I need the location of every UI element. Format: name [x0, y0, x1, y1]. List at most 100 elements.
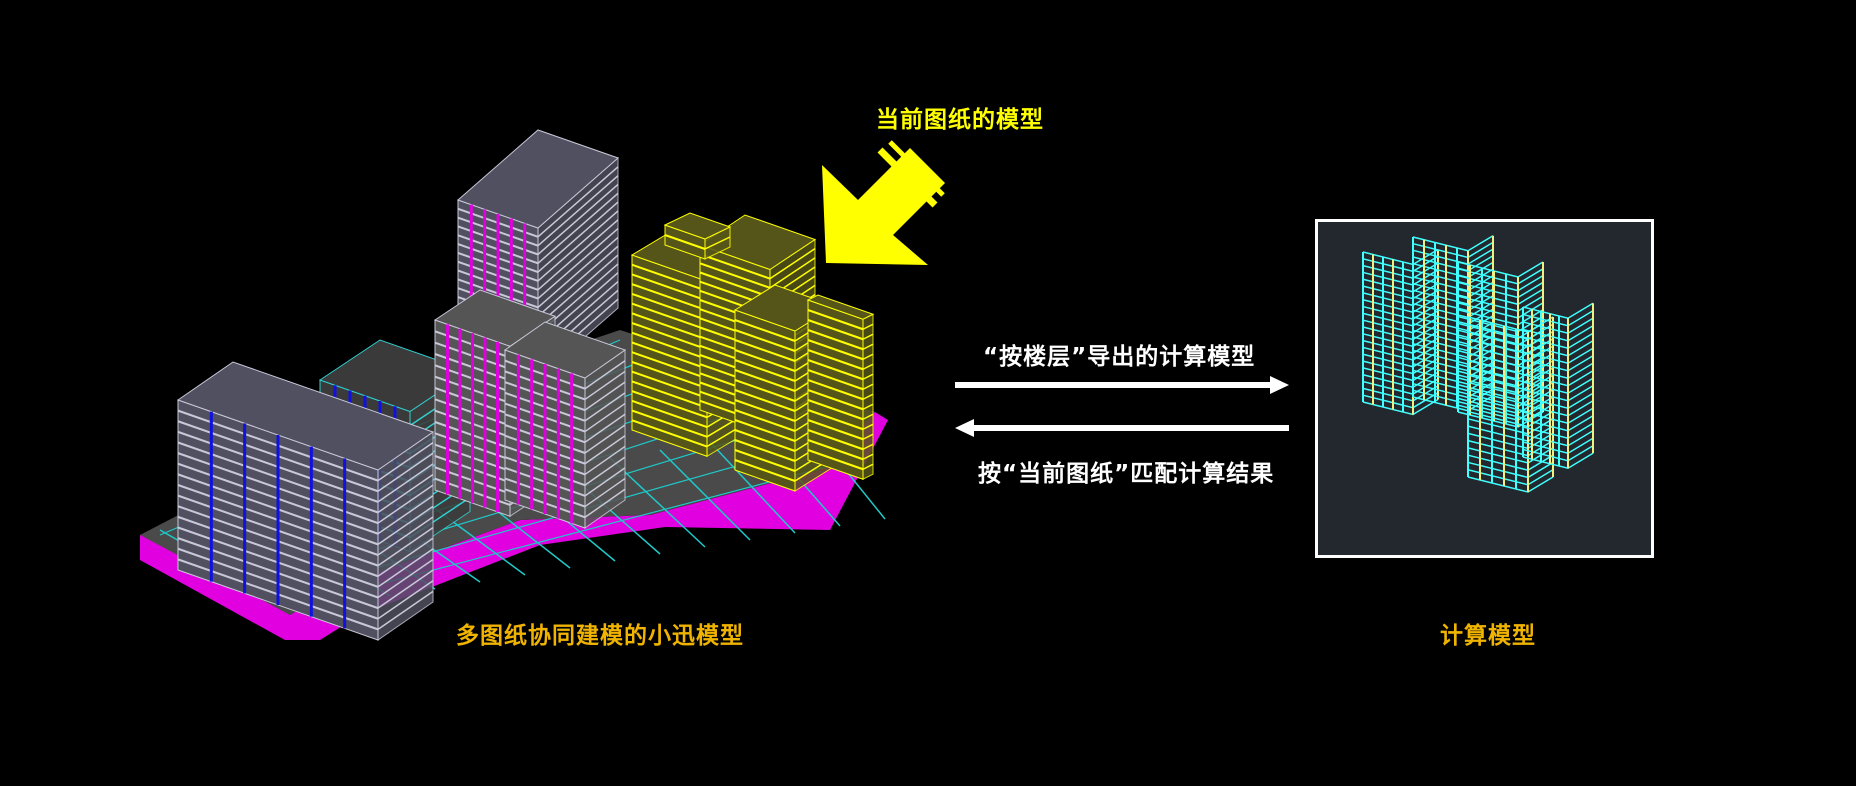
calc-model-caption: 计算模型	[1440, 623, 1536, 649]
floor-line	[769, 248, 816, 280]
floor-line	[807, 429, 864, 451]
floor-line	[862, 323, 874, 330]
match-by-drawing-label: 按“当前图纸”匹配计算结果	[978, 461, 1275, 487]
floor-line	[537, 236, 619, 308]
floor-line	[631, 312, 708, 341]
floor-line	[734, 349, 796, 372]
building-middle-b	[503, 321, 627, 529]
floor-line	[584, 488, 626, 518]
floor-line	[734, 399, 796, 422]
floor-line	[807, 369, 864, 391]
floor-line	[584, 435, 626, 465]
floor-line	[377, 516, 434, 556]
floor-line	[862, 393, 874, 400]
floor-line	[377, 558, 434, 599]
floor-line	[807, 379, 864, 401]
floor-line	[704, 236, 731, 250]
floor-line	[584, 467, 626, 497]
grid-line	[709, 441, 796, 534]
calculation-model-wireframe	[1362, 235, 1594, 493]
floor-line	[862, 363, 874, 370]
floor-line	[664, 234, 706, 250]
floor-line	[631, 322, 708, 351]
floor-line	[377, 452, 434, 492]
floor-line	[631, 302, 708, 331]
export-by-floor-label: “按楼层”导出的计算模型	[983, 344, 1256, 370]
floor-line	[862, 453, 874, 460]
floor-line	[769, 257, 816, 289]
floor-line	[537, 175, 619, 247]
floor-line	[862, 373, 874, 380]
calc-tower-d	[1467, 316, 1554, 493]
floor-line	[807, 409, 864, 431]
calc-tower-e	[1522, 302, 1594, 470]
floor-line	[862, 403, 874, 410]
floor-line	[807, 389, 864, 411]
floor-line	[862, 383, 874, 390]
floor-line	[631, 292, 708, 322]
highlight-arrow-icon	[822, 140, 945, 265]
floor-line	[807, 419, 864, 441]
floor-line	[631, 331, 708, 360]
floor-line	[631, 399, 708, 429]
floor-line	[734, 359, 796, 382]
floor-line	[584, 445, 626, 476]
yellow-building-d	[806, 294, 875, 481]
floor-line	[631, 370, 708, 399]
floor-line	[377, 473, 434, 514]
floor-line	[631, 273, 708, 302]
floor-line	[807, 339, 864, 361]
floor-line	[377, 569, 434, 609]
floor-line	[537, 245, 619, 317]
floor-line	[807, 449, 864, 471]
floor-line	[862, 443, 874, 450]
building-roof	[663, 212, 732, 240]
floor-line	[862, 433, 874, 440]
floor-line	[377, 548, 434, 588]
floor-line	[537, 254, 619, 326]
floor-line	[699, 253, 771, 280]
yellow-roof-structure	[663, 212, 732, 260]
grid-line	[659, 449, 751, 541]
floor-line	[631, 390, 708, 419]
floor-line	[699, 271, 771, 298]
floor-line	[862, 343, 874, 350]
floor-line	[377, 463, 434, 503]
floor-line	[734, 369, 796, 392]
floor-line	[584, 402, 626, 433]
floor-line	[631, 380, 708, 409]
floor-line	[584, 456, 626, 486]
floor-line	[377, 580, 434, 620]
floor-line	[584, 413, 626, 443]
floor-line	[807, 439, 864, 461]
floor-line	[537, 228, 619, 300]
floor-line	[734, 439, 796, 462]
floor-line	[584, 477, 626, 508]
floor-line	[862, 463, 874, 470]
floor-line	[862, 413, 874, 420]
current-drawing-model-label: 当前图纸的模型	[876, 107, 1044, 133]
floor-line	[537, 201, 619, 273]
floor-line	[734, 409, 796, 432]
floor-line	[537, 166, 619, 238]
floor-line	[584, 424, 626, 454]
floor-line	[377, 505, 434, 545]
floor-line	[377, 527, 434, 567]
floor-line	[734, 329, 796, 352]
multi-drawing-model-caption: 多图纸协同建模的小迅模型	[456, 623, 744, 649]
calculation-model-view	[1315, 219, 1654, 558]
foundation-slab	[140, 412, 888, 640]
floor-line	[631, 263, 708, 292]
floor-line	[862, 423, 874, 430]
floor-line	[734, 459, 796, 482]
floor-line	[734, 429, 796, 452]
floor-line	[584, 360, 626, 390]
floor-line	[584, 381, 626, 411]
floor-line	[537, 210, 619, 282]
floor-line	[377, 590, 434, 630]
floor-line	[699, 262, 771, 289]
floor-line	[807, 359, 864, 381]
floor-line	[537, 219, 619, 291]
